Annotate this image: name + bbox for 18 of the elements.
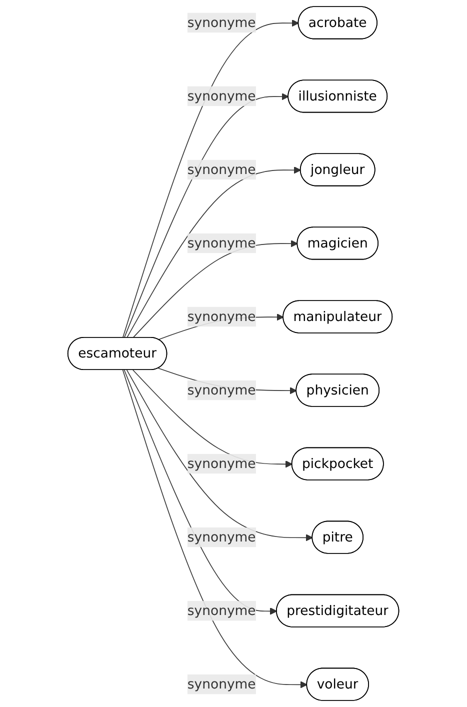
arrow <box>124 92 289 338</box>
edge-label: synonyme <box>188 88 256 104</box>
arrow <box>126 166 302 338</box>
edge-label: synonyme <box>188 382 256 398</box>
edge-label: synonyme <box>188 456 256 472</box>
edge-label: synonyme <box>188 676 256 692</box>
edge-label: synonyme <box>188 234 256 251</box>
edge-label: synonyme <box>188 161 256 178</box>
edge-label: synonyme <box>188 14 256 30</box>
edge-label: synonyme <box>188 308 256 324</box>
arrow <box>124 370 278 615</box>
edge-label: synonyme <box>188 602 256 618</box>
edge-label: synonyme <box>188 529 256 545</box>
arrow <box>132 370 293 468</box>
arrow <box>126 370 314 542</box>
arrow <box>122 19 300 338</box>
arrow <box>132 240 298 338</box>
arrow <box>122 370 308 688</box>
